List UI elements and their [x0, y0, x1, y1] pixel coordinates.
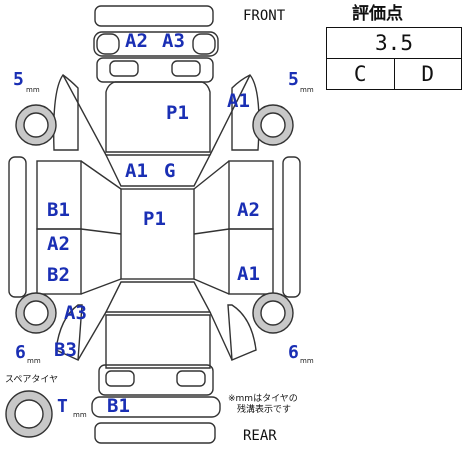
interior-rating: C [326, 58, 395, 90]
damage-left-quarter-2: B3 [54, 339, 77, 361]
front-right-tread-unit: mm [300, 86, 314, 94]
front-right-light [171, 60, 201, 77]
damage-right-rear-door: A1 [237, 263, 260, 285]
tread-note-line1: ※mmはタイヤの [228, 394, 298, 404]
left-side-sill [8, 156, 27, 298]
left-a-line [62, 74, 107, 156]
right-pillar-rear [193, 278, 230, 295]
right-c-line [209, 311, 233, 361]
overall-rating: 3.5 [326, 27, 462, 59]
spare-tire [5, 390, 53, 438]
left-c-line [77, 311, 107, 361]
rear-label: REAR [243, 428, 277, 444]
trunk-panel [105, 314, 211, 369]
right-pillar-front [193, 160, 230, 190]
damage-hood: P1 [166, 102, 189, 124]
damage-roof: P1 [143, 208, 166, 230]
damage-front-right-fender: A1 [227, 90, 250, 112]
right-front-fender [231, 74, 260, 151]
rear-right-tire [252, 292, 294, 334]
spare-tire-caption: スペアタイヤ [5, 375, 59, 385]
roof-panel [120, 188, 195, 280]
left-rear-door [36, 228, 82, 295]
damage-left-quarter-1: A3 [64, 302, 87, 324]
left-door-belt [80, 228, 122, 235]
front-left-tread: 5 [13, 69, 24, 90]
rear-right-tread-unit: mm [300, 357, 314, 365]
damage-right-front-door: A2 [237, 199, 260, 221]
rear-window [104, 281, 212, 313]
damage-left-front-door-2: A2 [47, 233, 70, 255]
rear-bumper-panel [91, 396, 221, 418]
damage-left-rear-door: B2 [47, 264, 70, 286]
left-pillar-front [80, 160, 122, 190]
front-right-tire [252, 104, 294, 146]
windshield [104, 154, 212, 187]
damage-front-bumper-left: A2 [125, 30, 148, 52]
rear-left-tread-unit: mm [27, 357, 41, 365]
damage-rear-bumper: B1 [107, 395, 130, 417]
spare-tire-tread-unit: mm [73, 411, 87, 419]
rear-right-light [176, 370, 206, 387]
front-left-tire [15, 104, 57, 146]
front-bumper-top [94, 5, 214, 27]
front-grille [93, 31, 219, 57]
left-rear-quarter [55, 304, 83, 362]
right-a-line [209, 74, 251, 156]
rear-lights-panel [98, 364, 214, 396]
front-label: FRONT [243, 8, 286, 24]
rear-left-tread: 6 [15, 342, 26, 363]
right-rear-door [228, 228, 274, 295]
tread-note-line2: 残溝表示です [237, 405, 292, 415]
front-bumper-left-corner [96, 33, 120, 55]
front-bumper-right-corner [192, 33, 216, 55]
rating-title: 評価点 [352, 4, 403, 24]
rear-left-light [105, 370, 135, 387]
rear-bumper-bottom [94, 422, 216, 444]
damage-front-bumper-right: A3 [162, 30, 185, 52]
front-right-tread: 5 [288, 69, 299, 90]
exterior-rating: D [393, 58, 462, 90]
damage-windshield-1: A1 [125, 160, 148, 182]
front-left-tread-unit: mm [26, 86, 40, 94]
hood-panel [105, 81, 211, 153]
front-left-light [109, 60, 139, 77]
damage-left-front-door: B1 [47, 199, 70, 221]
rear-right-tread: 6 [288, 342, 299, 363]
right-rear-quarter [227, 304, 257, 362]
rear-left-tire [15, 292, 57, 334]
left-pillar-rear [80, 278, 122, 295]
rating-table: 3.5 C D [326, 27, 462, 90]
spare-tire-tread: T [57, 396, 68, 417]
left-front-fender [53, 74, 79, 151]
damage-windshield-2: G [164, 160, 176, 182]
right-door-belt [193, 228, 230, 235]
right-side-sill [282, 156, 301, 298]
